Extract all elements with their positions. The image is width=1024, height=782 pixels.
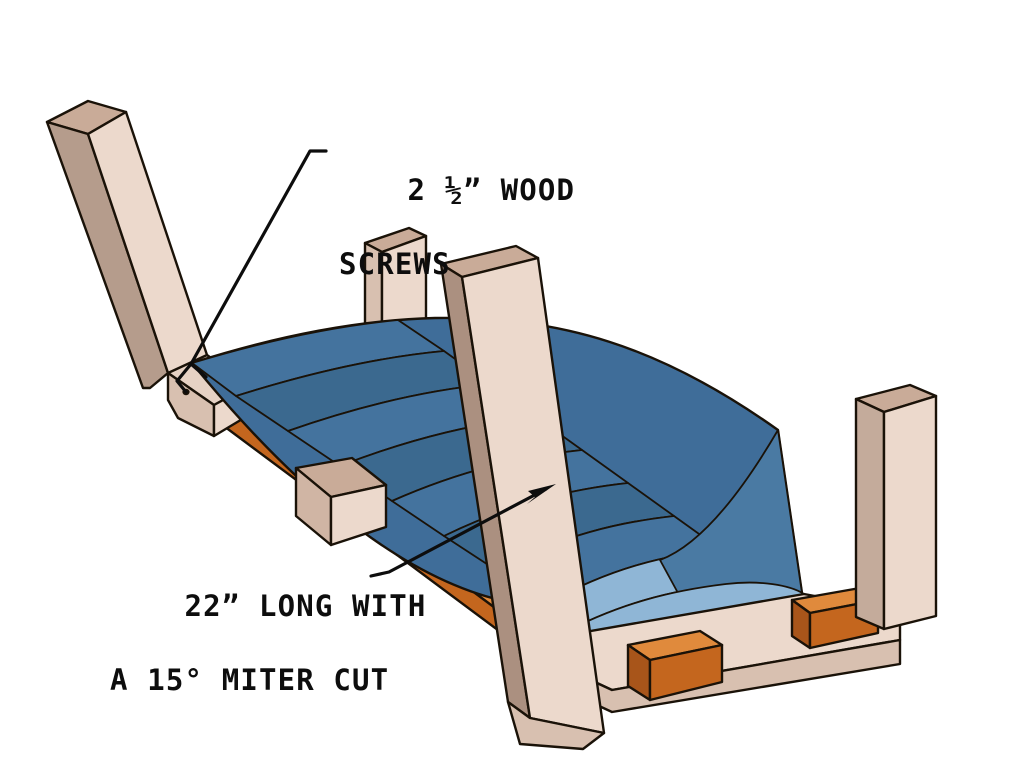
annotation-miter-cut: 22” LONG WITH A 15° MITER CUT	[110, 551, 427, 774]
part-front-left-stub	[294, 456, 388, 547]
annotation-wood-screws-line2: SCREWS	[339, 247, 451, 282]
leader-wood-screws	[175, 149, 328, 394]
annotation-wood-screws-line1: 2 ½” WOOD	[407, 173, 576, 208]
part-back-left-leg	[45, 99, 209, 390]
part-front-right-leg	[854, 383, 938, 631]
annotation-miter-cut-line1: 22” LONG WITH	[184, 589, 427, 624]
part-back-center-post	[363, 226, 428, 343]
arrowhead-icon	[527, 484, 556, 504]
annotation-miter-cut-line2: A 15° MITER CUT	[110, 663, 390, 698]
annotation-wood-screws: 2 ½” WOOD SCREWS	[333, 135, 575, 358]
part-cleat-block-left	[626, 629, 724, 702]
leader-miter-cut	[369, 484, 556, 578]
